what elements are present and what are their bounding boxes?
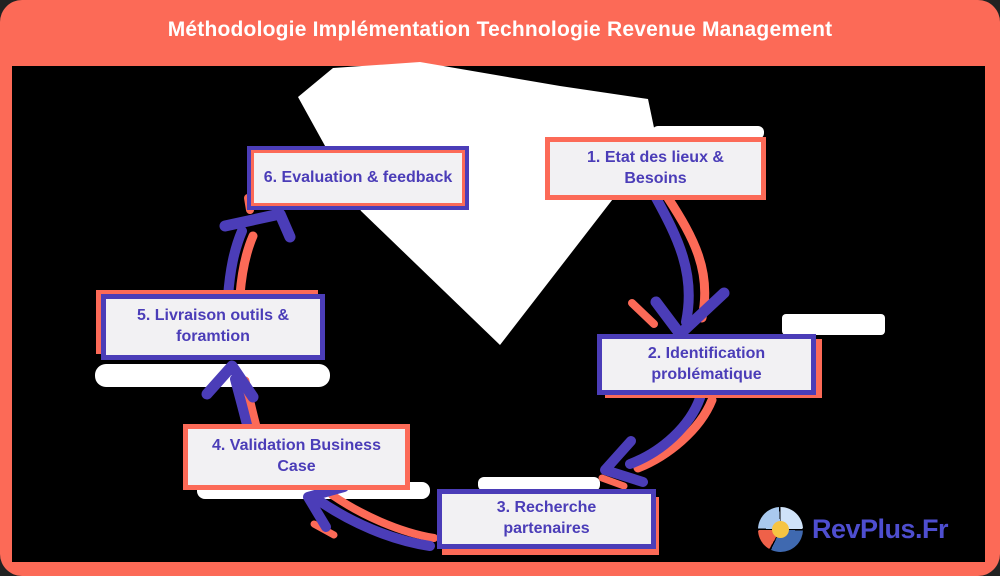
- logo-text: RevPlus.Fr: [812, 514, 949, 544]
- step-box-4: 4. Validation Business Case: [183, 424, 410, 490]
- white-shadow: [652, 126, 764, 139]
- pie-center-dot: [772, 521, 789, 538]
- step-box-6: 6. Evaluation & feedback: [247, 146, 469, 210]
- step-label-3: 3. Recherche partenaires: [496, 499, 597, 537]
- white-shadow: [782, 314, 885, 335]
- step-label-6: 6. Evaluation & feedback: [263, 168, 453, 186]
- pie-chart-icon: [758, 507, 803, 552]
- step-box-1: 1. Etat des lieux & Besoins: [545, 137, 766, 200]
- step-label-1: 1. Etat des lieux & Besoins: [587, 148, 724, 187]
- white-shadow: [95, 364, 330, 387]
- logo: RevPlus.Fr: [758, 507, 949, 552]
- page-title: Méthodologie Implémentation Technologie …: [167, 18, 833, 41]
- step-label-5: 5. Livraison outils & foramtion: [136, 307, 290, 345]
- step-label-2: 2. Identification problématique: [647, 344, 766, 383]
- step-box-5: 5. Livraison outils & foramtion: [101, 294, 325, 360]
- step-box-2: 2. Identification problématique: [597, 334, 816, 395]
- step-box-3: 3. Recherche partenaires: [437, 489, 656, 549]
- step-label-4: 4. Validation Business Case: [212, 437, 381, 475]
- white-shadow: [478, 477, 600, 491]
